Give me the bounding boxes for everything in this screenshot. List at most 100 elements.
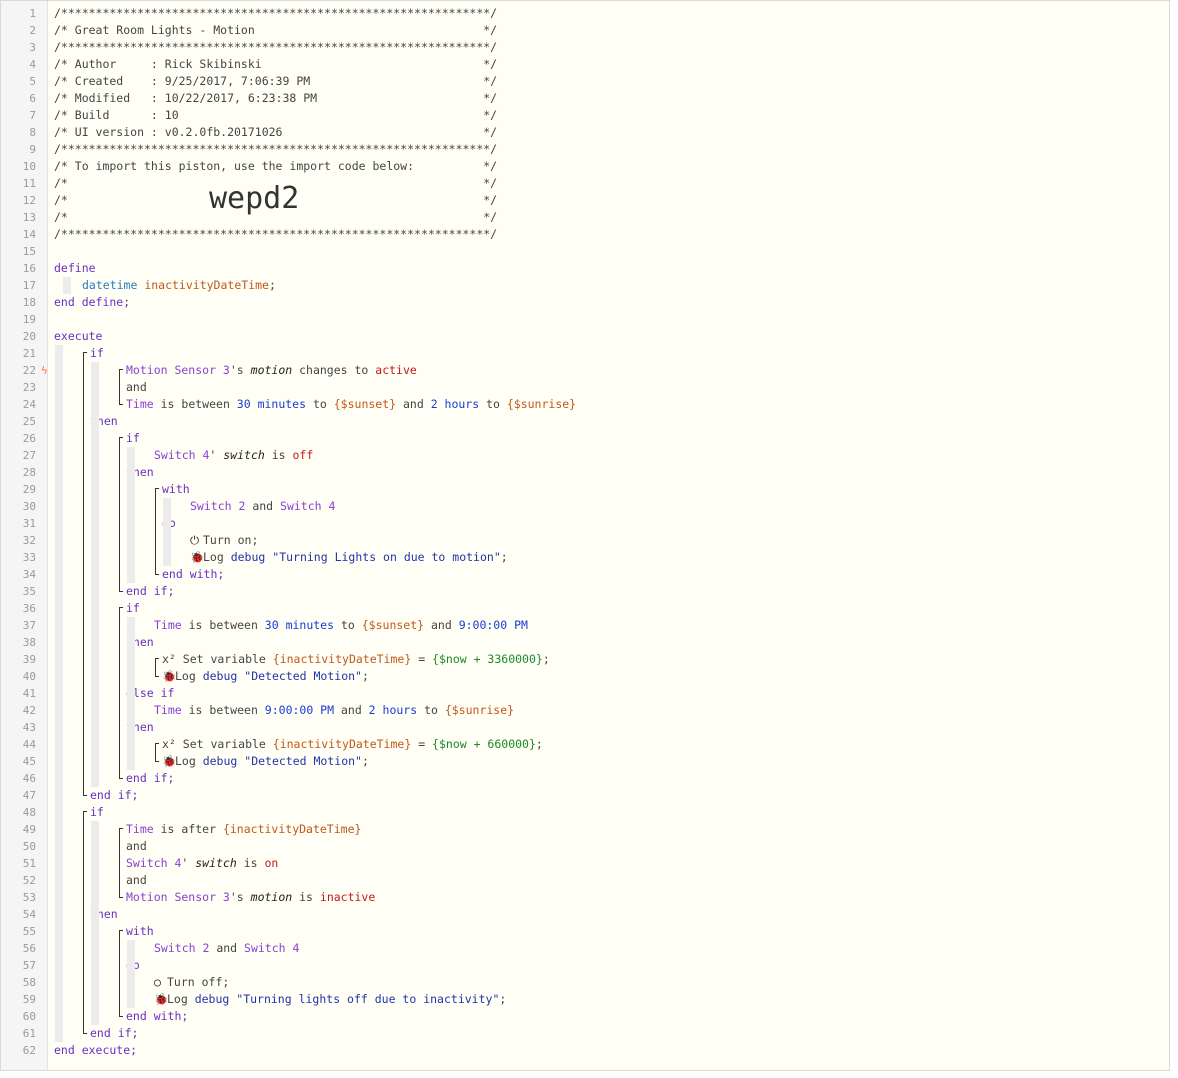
code-statement: Time is between 30 minutes to {$sunset} … xyxy=(154,617,528,634)
comment-text: /* Created : 9/25/2017, 7:06:39 PM */ xyxy=(54,74,498,88)
code-line[interactable]: 2/* Great Room Lights - Motion */ xyxy=(1,22,1169,39)
comment-text: /* UI version : v0.2.0fb.20171026 */ xyxy=(54,125,498,139)
code-line[interactable]: 57do xyxy=(1,957,1169,974)
code-line[interactable]: 31do xyxy=(1,515,1169,532)
text: to xyxy=(306,397,334,411)
string: "Detected Motion" xyxy=(244,754,362,768)
code-line[interactable]: 8/* UI version : v0.2.0fb.20171026 */ xyxy=(1,124,1169,141)
code-line[interactable]: 5/* Created : 9/25/2017, 7:06:39 PM */ xyxy=(1,73,1169,90)
bug-icon: 🐞 xyxy=(190,550,212,564)
code-line[interactable]: 13/* */ xyxy=(1,209,1169,226)
code-line[interactable]: 3/**************************************… xyxy=(1,39,1169,56)
text: and xyxy=(126,839,147,853)
text: Log xyxy=(167,992,195,1006)
code-line[interactable]: 1/**************************************… xyxy=(1,5,1169,22)
header-comment: /***************************************… xyxy=(54,39,497,56)
text: and xyxy=(424,618,459,632)
code-line[interactable]: 7/* Build : 10 */ xyxy=(1,107,1169,124)
code-line[interactable]: 32⏻ Turn on; xyxy=(1,532,1169,549)
code-line[interactable]: 45🐞 Log debug "Detected Motion"; xyxy=(1,753,1169,770)
code-statement: Motion Sensor 3's motion is inactive xyxy=(126,889,375,906)
block-bracket xyxy=(119,369,123,405)
text: x² Set variable xyxy=(162,652,273,666)
code-line[interactable]: 15 xyxy=(1,243,1169,260)
code-line[interactable]: 40🐞 Log debug "Detected Motion"; xyxy=(1,668,1169,685)
code-line[interactable]: 12/* */wepd2 xyxy=(1,182,1169,216)
code-line[interactable]: 33🐞 Log debug "Turning Lights on due to … xyxy=(1,549,1169,566)
line-number-gutter xyxy=(1,1,48,1070)
text: changes to xyxy=(292,363,376,377)
line-number: 2 xyxy=(29,24,36,37)
code-line[interactable]: 6/* Modified : 10/22/2017, 6:23:38 PM */ xyxy=(1,90,1169,107)
code-line[interactable]: 4/* Author : Rick Skibinski */ xyxy=(1,56,1169,73)
line-number: 27 xyxy=(22,449,36,462)
indent-guide xyxy=(63,277,71,294)
code-line[interactable]: 11/* */ xyxy=(1,175,1169,192)
block-bracket xyxy=(83,352,87,796)
code-line[interactable]: 10/* To import this piston, use the impo… xyxy=(1,158,1169,175)
code-line[interactable]: 59🐞 Log debug "Turning lights off due to… xyxy=(1,991,1169,1008)
indent-guide xyxy=(163,498,171,566)
code-statement: if xyxy=(126,600,140,617)
code-statement: Motion Sensor 3's motion changes to acti… xyxy=(126,362,417,379)
code-line[interactable]: 19 xyxy=(1,311,1169,328)
text: is xyxy=(264,448,293,462)
variable: {inactivityDateTime} xyxy=(272,652,412,666)
comment-text: /* Modified : 10/22/2017, 6:23:38 PM */ xyxy=(54,91,498,105)
keyword: end if; xyxy=(126,771,175,785)
code-line[interactable]: 14/*************************************… xyxy=(1,226,1169,243)
number: 9:00:00 PM xyxy=(458,618,528,632)
value: active xyxy=(375,363,417,377)
comment-text: /* Author : Rick Skibinski */ xyxy=(54,57,498,71)
code-statement: end if; xyxy=(126,770,174,787)
code-line[interactable]: 58○ Turn off; xyxy=(1,974,1169,991)
line-number: 50 xyxy=(22,840,36,853)
attribute-name: switch xyxy=(195,856,237,870)
value: inactive xyxy=(319,890,376,904)
line-number: 54 xyxy=(22,908,36,921)
code-line[interactable]: 9/**************************************… xyxy=(1,141,1169,158)
code-line[interactable]: 50 and xyxy=(1,838,1169,855)
text: ; xyxy=(268,278,276,292)
code-statement: end with; xyxy=(162,566,224,583)
keyword: if xyxy=(126,431,140,445)
